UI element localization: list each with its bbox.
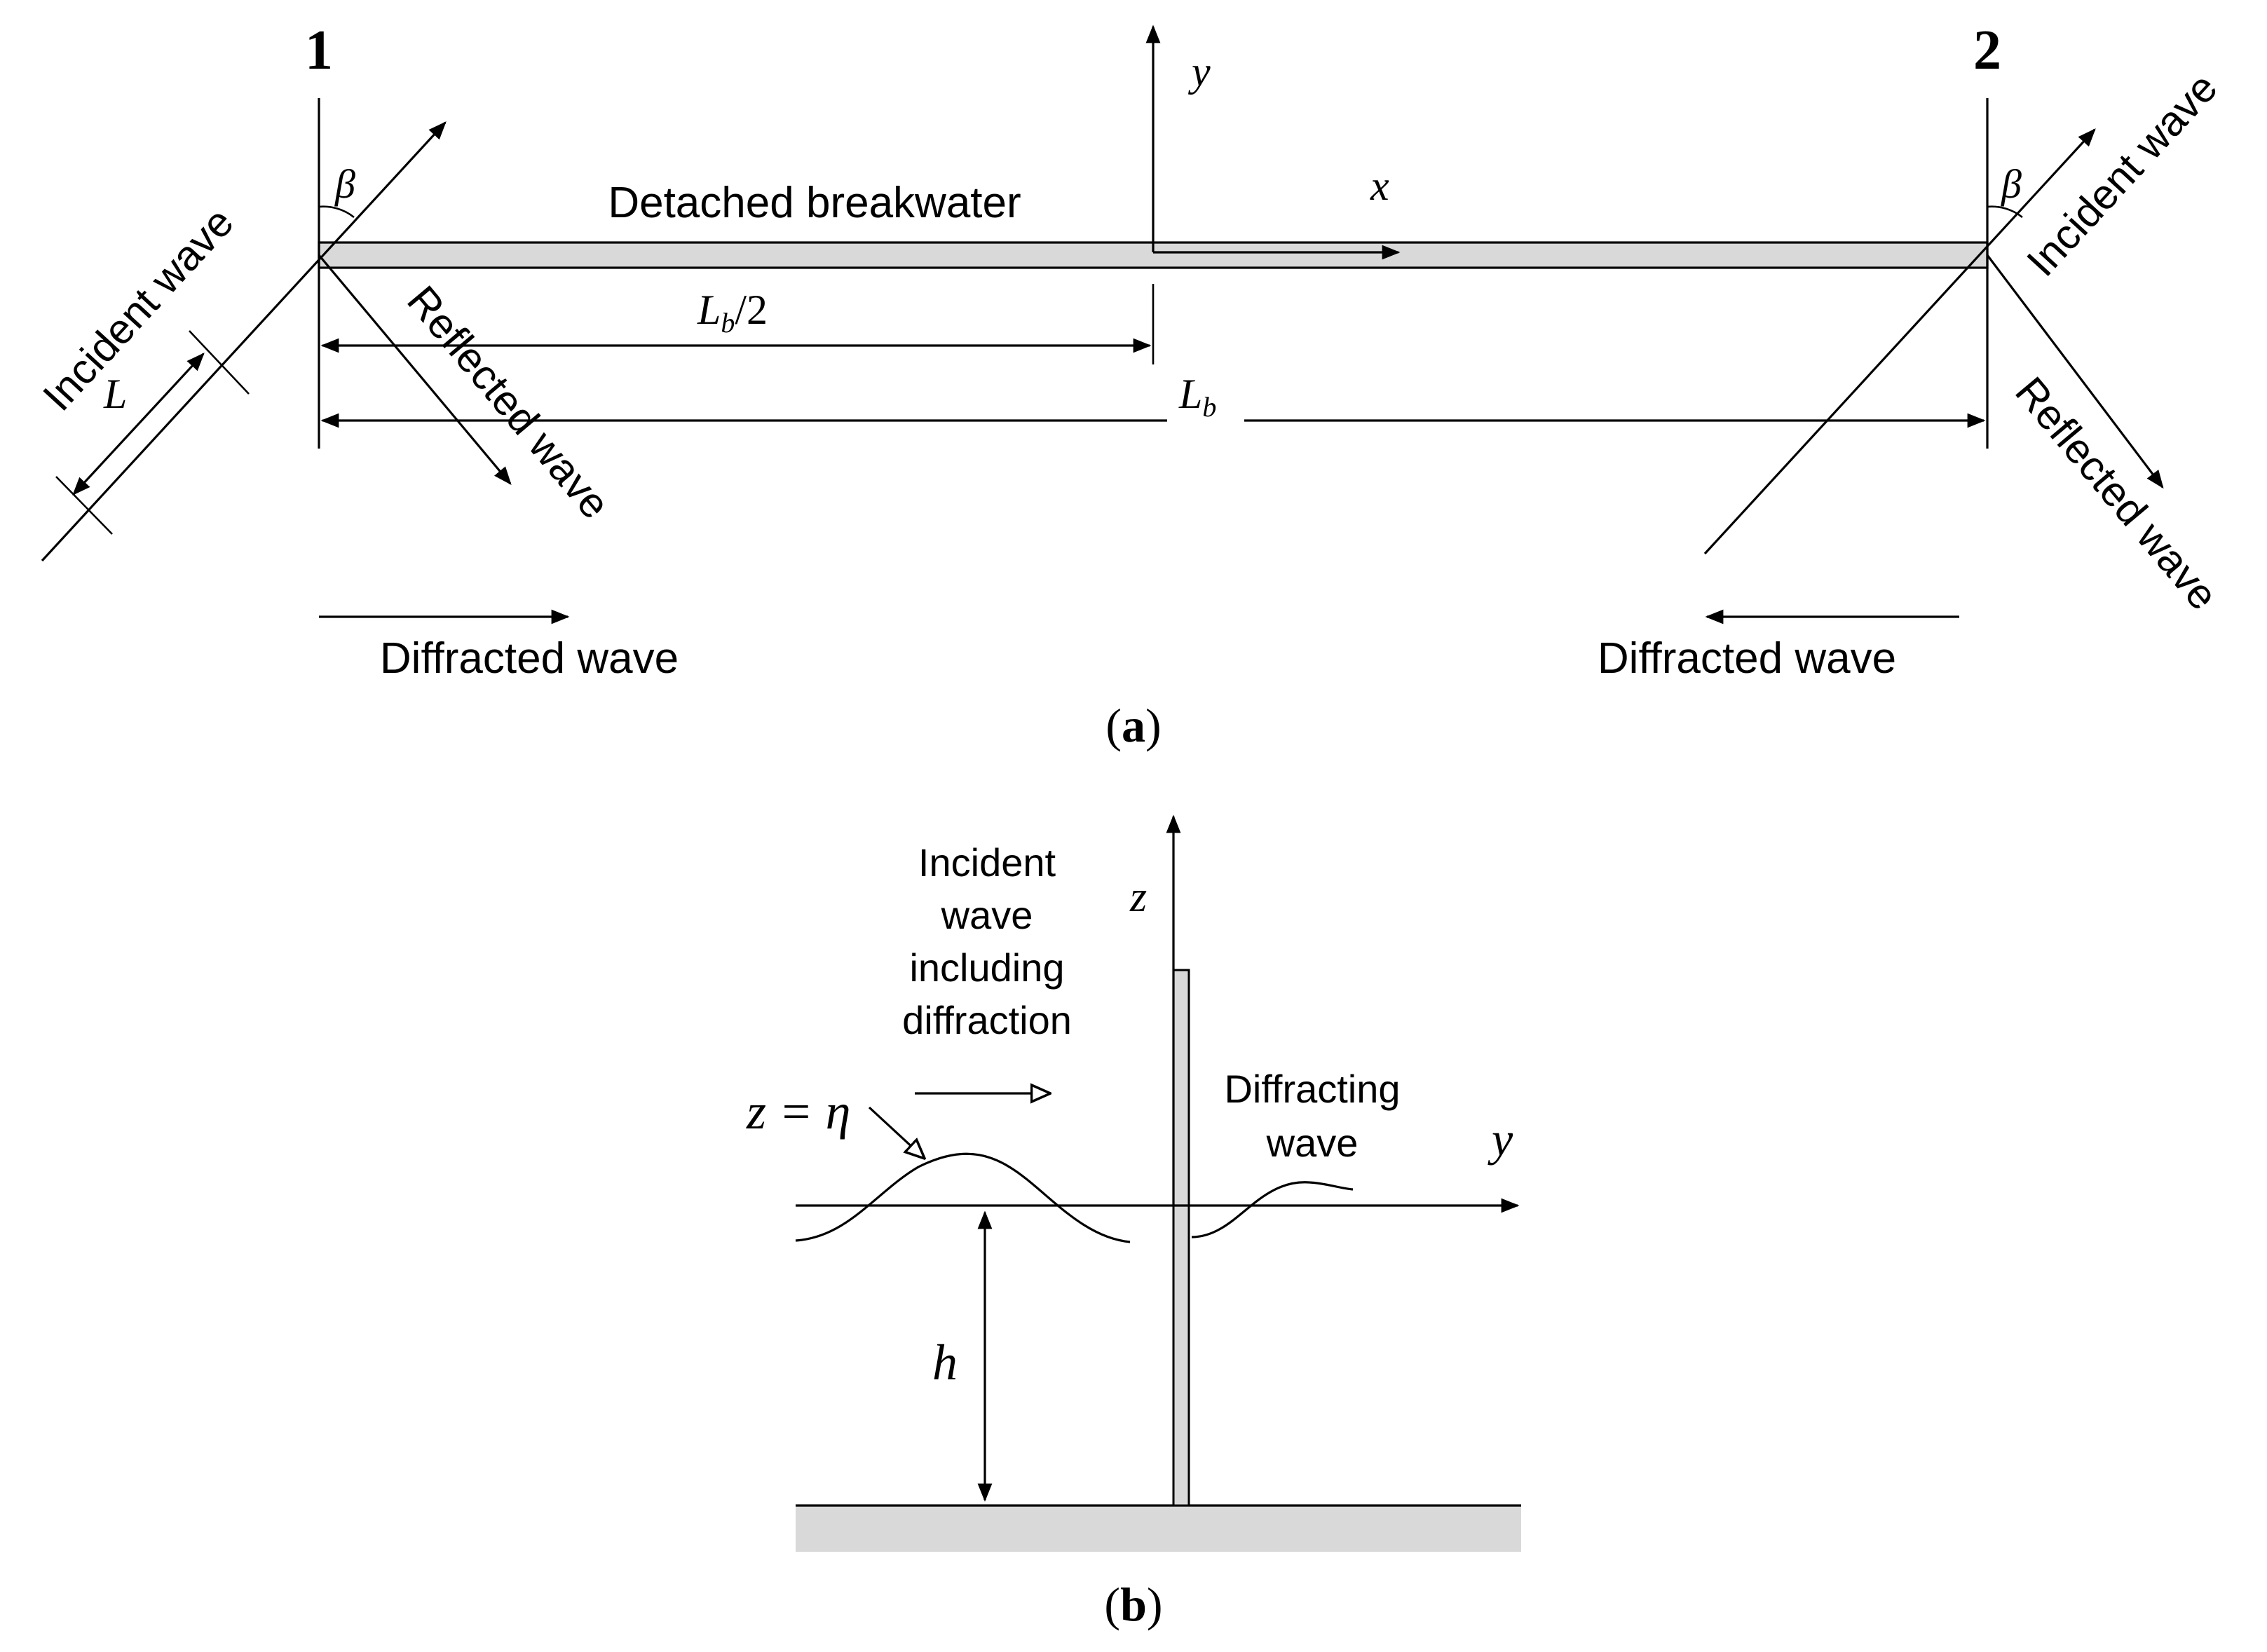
length-label: Lb	[1178, 371, 1216, 423]
length-label-bg	[1167, 382, 1244, 435]
incident-wave-label-right: Incident wave	[2017, 64, 2226, 285]
end-1-label: 1	[305, 20, 333, 81]
beta-label-left: β	[334, 161, 355, 207]
diffracted-wave-label-left: Diffracted wave	[380, 634, 679, 683]
reflected-wave-line-right	[1986, 254, 2164, 489]
seabed	[796, 1506, 1521, 1552]
diffracting-text-line-1: Diffracting	[1224, 1067, 1400, 1111]
incident-text-line-4: diffraction	[902, 998, 1072, 1042]
reflected-wave-line-left	[318, 254, 512, 485]
depth-label: h	[932, 1334, 958, 1391]
diffracted-wave-label-right: Diffracted wave	[1598, 634, 1896, 683]
end-2-label: 2	[1973, 20, 2001, 81]
beta-arc-left	[318, 205, 355, 219]
wavelength-tick-2	[55, 476, 113, 535]
incident-text-line-1: Incident	[918, 840, 1056, 885]
diffracting-wave-profile	[1191, 1181, 1354, 1238]
incident-text-line-3: including	[909, 946, 1064, 990]
z-axis-label: z	[1129, 873, 1147, 921]
incident-wave-profile	[795, 1152, 1131, 1243]
beta-label-right: β	[2001, 161, 2022, 207]
x-axis-label: x	[1370, 163, 1389, 209]
half-length-label: Lb/2	[697, 287, 768, 339]
y-axis-label: y	[1487, 1112, 1513, 1166]
y-axis-label: y	[1187, 48, 1211, 95]
surface-equation: z = η	[746, 1084, 850, 1140]
panel-b: z y Incident wave including diffraction …	[746, 814, 1521, 1631]
wavelength-dimension	[72, 353, 205, 496]
reflected-wave-label-right: Reflected wave	[2006, 368, 2227, 618]
beta-arc-right	[1987, 205, 2023, 219]
reflected-wave-label-left: Reflected wave	[398, 277, 619, 527]
diffracting-text-line-2: wave	[1266, 1121, 1359, 1165]
incident-text-line-2: wave	[941, 893, 1033, 937]
panel-a: 1 2 y x Detached breakwater β Incident w…	[34, 20, 2227, 752]
incident-wave-label-left: Incident wave	[34, 198, 243, 419]
wavelength-tick-1	[189, 330, 250, 395]
breakwater-label: Detached breakwater	[608, 179, 1021, 227]
panel-b-label: (b)	[1104, 1578, 1162, 1631]
wavelength-label: L	[103, 371, 127, 417]
surface-pointer-arrow	[868, 1106, 924, 1158]
panel-a-label: (a)	[1105, 699, 1161, 752]
barrier	[1172, 969, 1190, 1507]
incident-wave-line-right	[1703, 128, 2096, 555]
